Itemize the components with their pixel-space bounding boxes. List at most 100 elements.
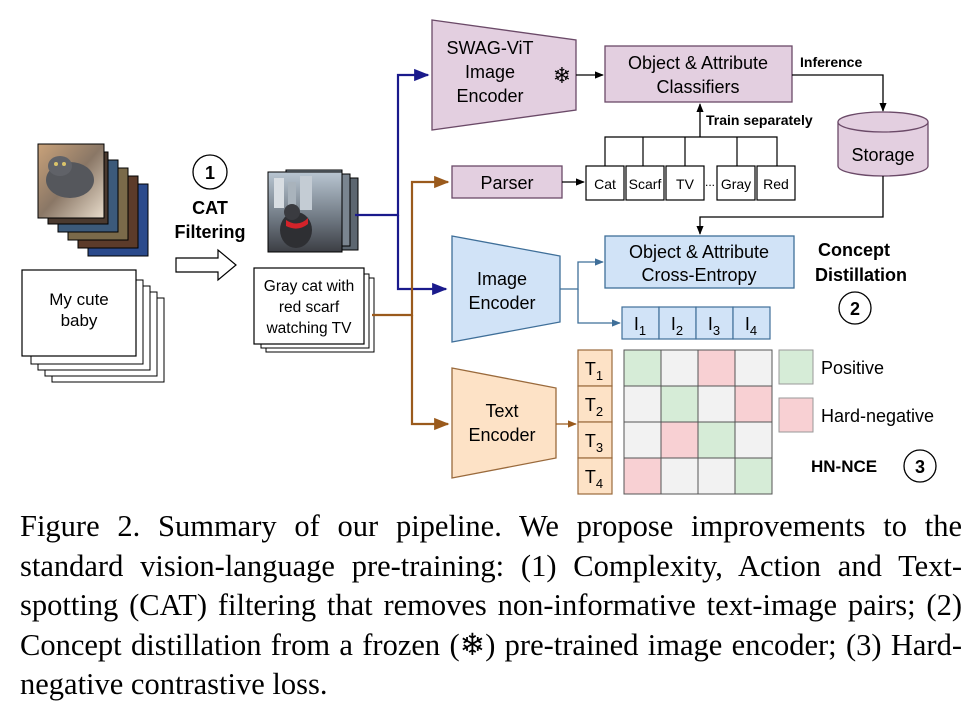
matrix-cell-hard-negative — [697, 349, 736, 387]
token-cat-label: Cat — [594, 176, 616, 192]
matrix-cell-none — [623, 385, 662, 423]
step2-number: 2 — [850, 299, 860, 319]
token-red — [756, 165, 796, 201]
embedding-i1-label: I1 — [634, 314, 646, 338]
pipeline-diagram: My cute baby 1 CAT Filtering Gray cat wi… — [21, 19, 937, 495]
image-encoder: Image Encoder — [451, 235, 561, 343]
token-red-label: Red — [763, 176, 789, 192]
swag-vit-encoder: SWAG-ViT Image Encoder ❄ — [431, 19, 577, 131]
text-flow-arrows — [372, 175, 450, 431]
matrix-cell-none — [623, 421, 662, 459]
swag-line2: Image — [465, 62, 515, 82]
token-scarf-label: Scarf — [629, 176, 662, 192]
matrix-cell-hard-negative — [660, 421, 699, 459]
token-tv-label: TV — [676, 176, 695, 192]
legend-hard-negative-label: Hard-negative — [821, 406, 934, 426]
swag-line3: Encoder — [456, 86, 523, 106]
image-embeddings: I1 I2 I3 I4 — [621, 306, 771, 340]
step3-hn-nce: HN-NCE 3 — [811, 449, 937, 483]
embedding-t3 — [577, 421, 613, 459]
raw-caption-stack: My cute baby — [21, 269, 165, 383]
step1-cat-filtering: 1 CAT Filtering — [175, 154, 246, 282]
legend-positive-swatch — [778, 349, 814, 385]
embedding-t2 — [577, 385, 613, 423]
matrix-cell-none — [697, 385, 736, 423]
storage-to-xent-arrow — [696, 176, 884, 235]
embedding-t4 — [577, 457, 613, 495]
text-embeddings: T1 T2 T3 T4 — [577, 349, 613, 495]
raw-caption-line1: My cute — [49, 290, 109, 309]
text-encoder: Text Encoder — [451, 367, 577, 479]
matrix-cell-hard-negative — [734, 385, 773, 423]
matrix-cell-positive — [697, 421, 736, 459]
matrix-cell-none — [660, 457, 699, 495]
storage-label: Storage — [851, 145, 914, 165]
filtered-caption-stack: Gray cat with red scarf watching TV — [253, 267, 375, 353]
matrix-cell-none — [660, 349, 699, 387]
cross-entropy-box: Object & Attribute Cross-Entropy — [604, 235, 795, 289]
embedding-t4-label: T4 — [585, 467, 603, 491]
inference-label: Inference — [800, 54, 862, 70]
matrix-cell-positive — [623, 349, 662, 387]
classifiers-line1: Object & Attribute — [628, 53, 768, 73]
embedding-i2-label: I2 — [671, 314, 683, 338]
embedding-t1-label: T1 — [585, 359, 603, 383]
storage-cylinder-icon: Storage — [837, 111, 929, 177]
matrix-cell-none — [734, 349, 773, 387]
concept-line2: Distillation — [815, 265, 907, 285]
token-ellipsis: ... — [705, 175, 715, 189]
image-encoder-outputs — [560, 258, 621, 327]
xent-line1: Object & Attribute — [629, 242, 769, 262]
step1-number: 1 — [205, 163, 215, 183]
step2-concept-distillation: Concept Distillation 2 — [815, 240, 907, 325]
attribute-classifiers: Object & Attribute Classifiers — [576, 45, 793, 103]
filtered-caption-line3: watching TV — [265, 320, 352, 337]
parser-label: Parser — [480, 173, 533, 193]
legend-positive-label: Positive — [821, 358, 884, 378]
step1-label-line2: Filtering — [175, 222, 246, 242]
matrix-cell-positive — [660, 385, 699, 423]
text-encoder-line2: Encoder — [468, 425, 535, 445]
step1-label-line1: CAT — [192, 198, 228, 218]
image-flow-arrows — [355, 68, 448, 296]
matrix-cell-none — [734, 421, 773, 459]
hn-nce-label: HN-NCE — [811, 457, 877, 476]
inference-path: Inference — [792, 54, 887, 112]
xent-line2: Cross-Entropy — [641, 265, 756, 285]
image-encoder-line1: Image — [477, 269, 527, 289]
concept-tokens: Train separately Cat Scarf TV ... Gray R… — [585, 103, 813, 201]
raw-image-stack — [37, 143, 149, 257]
embedding-i3 — [695, 306, 734, 340]
filtered-caption-line2: red scarf — [279, 299, 340, 316]
similarity-matrix — [623, 349, 773, 495]
filtered-image-stack — [267, 169, 359, 253]
swag-line1: SWAG-ViT — [446, 38, 533, 58]
embedding-i4-label: I4 — [745, 314, 757, 338]
matrix-cell-none — [697, 457, 736, 495]
embedding-t3-label: T3 — [585, 431, 603, 455]
filtered-caption-line1: Gray cat with — [264, 278, 354, 295]
embedding-i3-label: I3 — [708, 314, 720, 338]
train-separately-label: Train separately — [706, 112, 813, 128]
legend-hard-negative-swatch — [778, 397, 814, 433]
embedding-i4 — [732, 306, 771, 340]
filter-arrow-icon — [175, 248, 237, 282]
legend: Positive Hard-negative — [778, 349, 934, 433]
token-scarf — [625, 165, 665, 201]
token-gray — [716, 165, 756, 201]
matrix-cell-hard-negative — [623, 457, 662, 495]
text-encoder-line1: Text — [485, 401, 518, 421]
matrix-cell-positive — [734, 457, 773, 495]
concept-line1: Concept — [818, 240, 890, 260]
image-encoder-line2: Encoder — [468, 293, 535, 313]
parser-box: Parser — [451, 165, 585, 199]
token-cat — [585, 165, 625, 201]
embedding-t2-label: T2 — [585, 395, 603, 419]
step3-number: 3 — [915, 457, 925, 477]
token-tv — [665, 165, 705, 201]
snowflake-icon: ❄ — [553, 63, 571, 88]
classifiers-line2: Classifiers — [656, 77, 739, 97]
figure-caption: Figure 2. Summary of our pipeline. We pr… — [20, 509, 962, 701]
token-gray-label: Gray — [721, 176, 751, 192]
raw-caption-line2: baby — [61, 311, 98, 330]
